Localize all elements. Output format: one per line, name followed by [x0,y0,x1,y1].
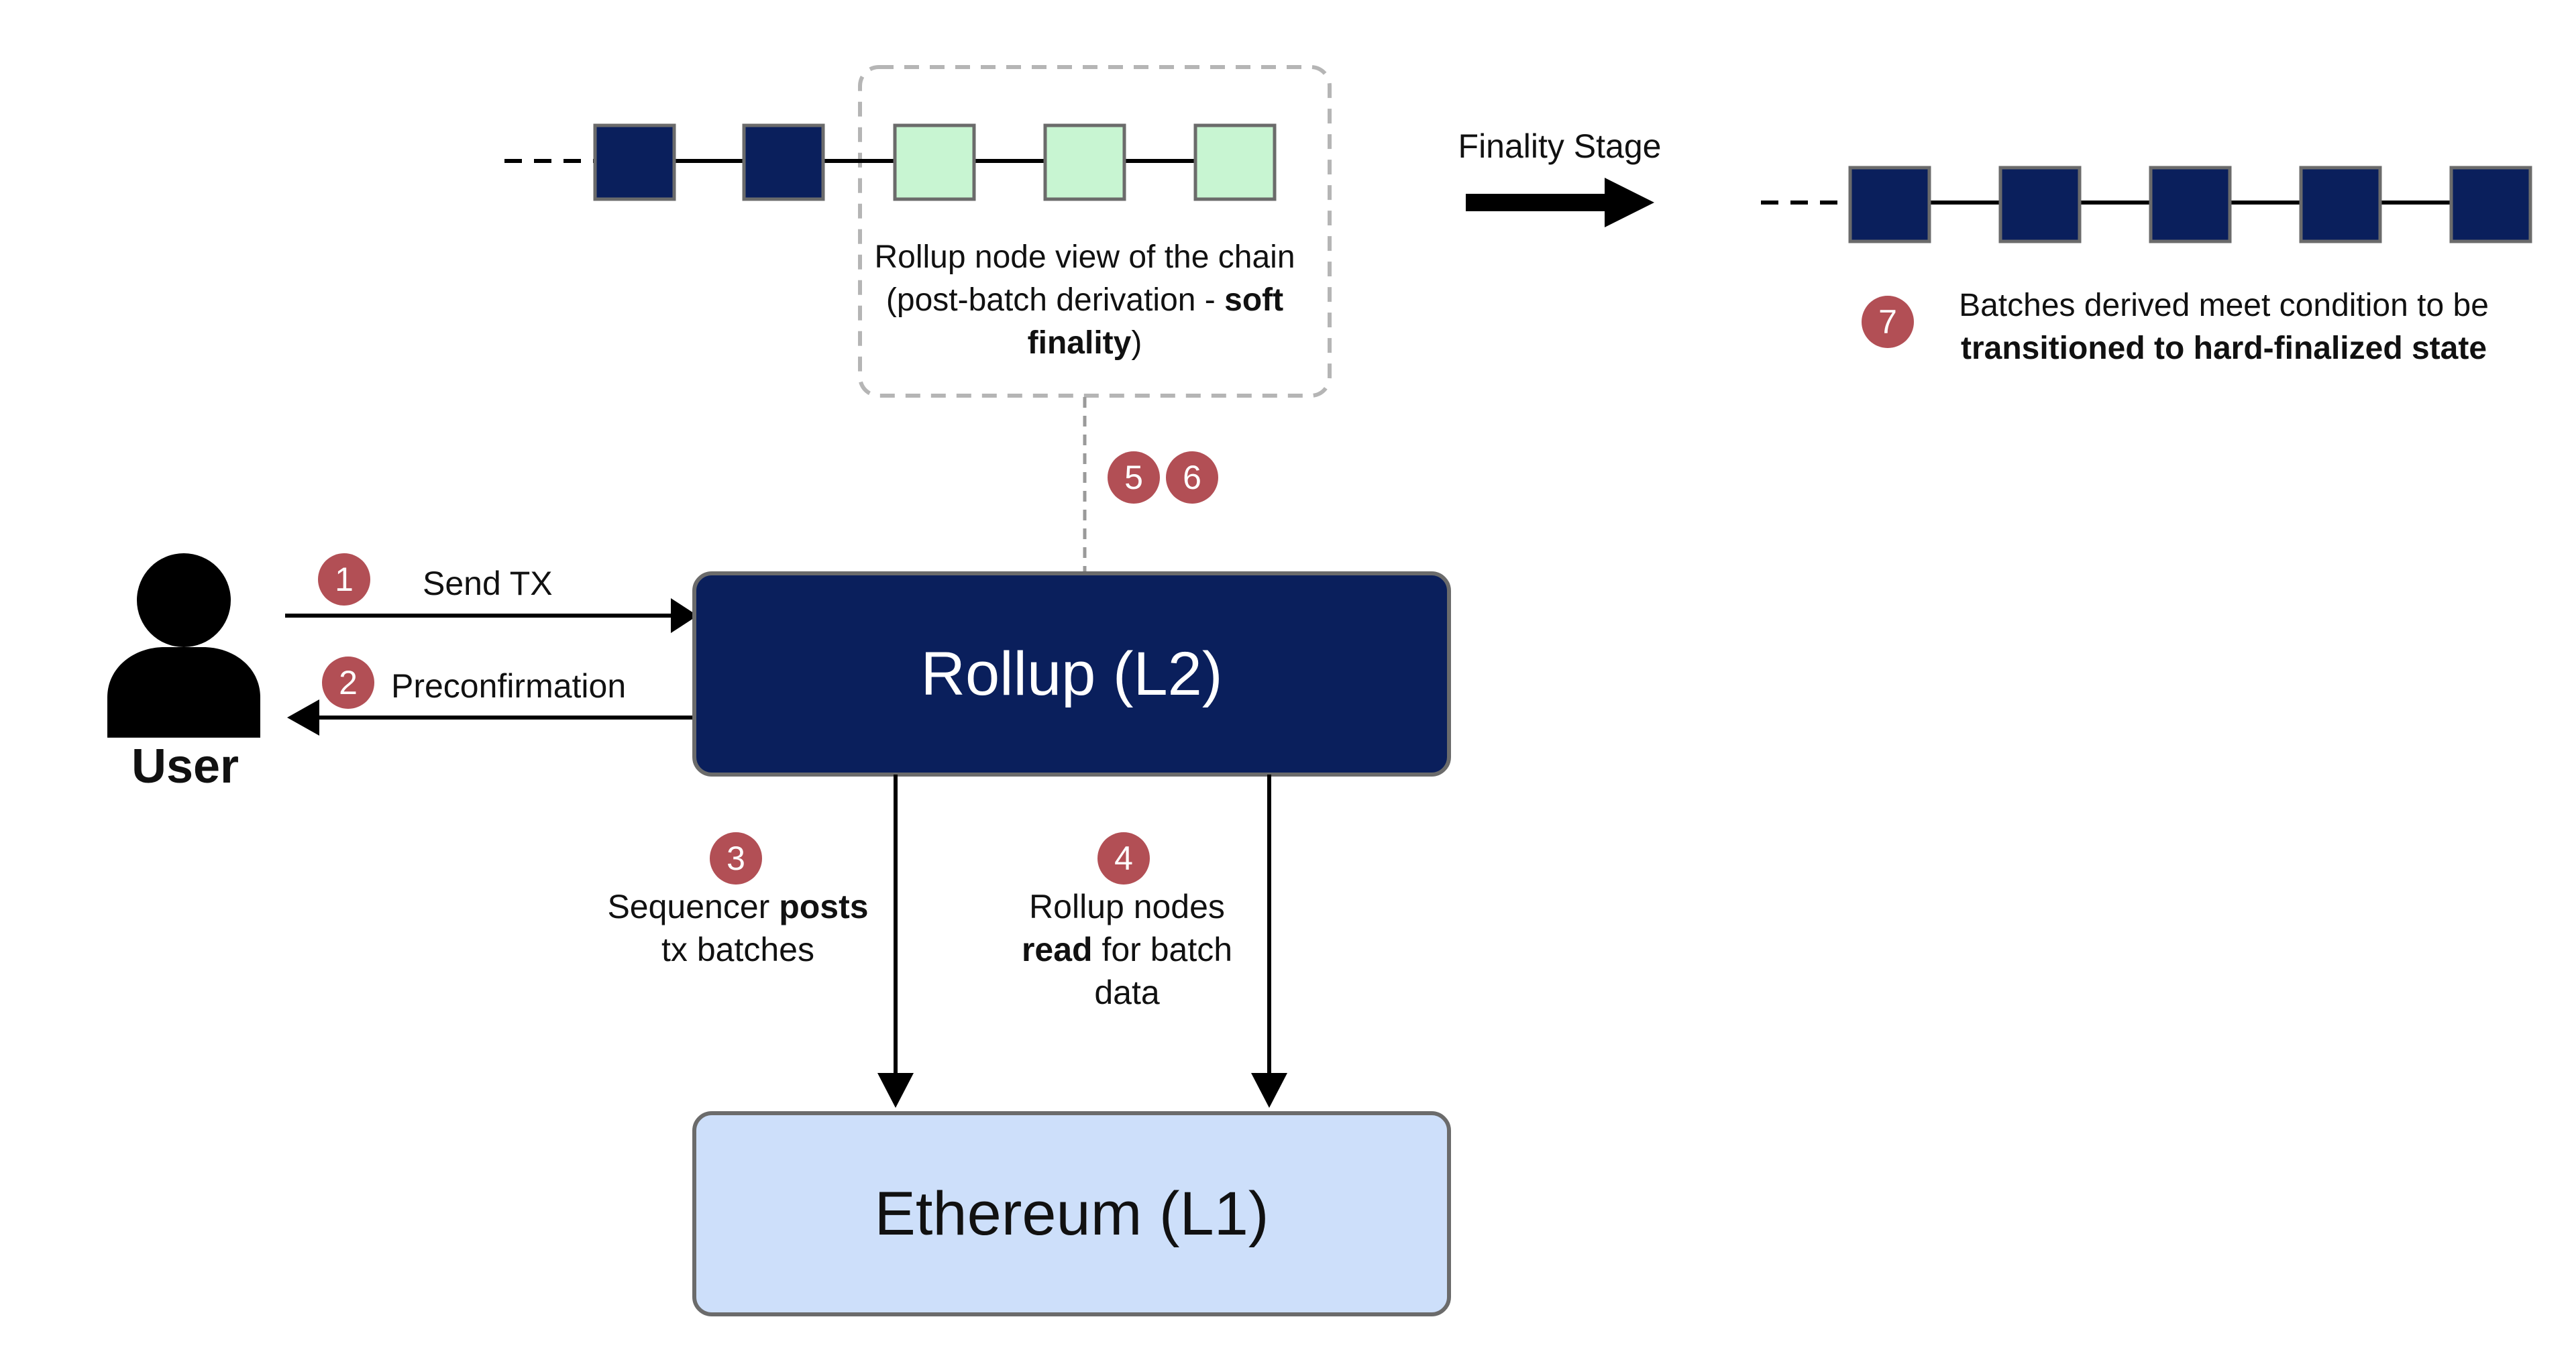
finalized-block [742,123,825,201]
soft-chain-caption: Rollup node view of the chain (post-batc… [874,236,1295,365]
preconfirmation-label: Preconfirmation [391,667,627,705]
rollup-nodes-caption-line2-text: for batch [1092,931,1233,968]
soft-finality-region [858,65,1332,398]
rollup-nodes-caption-line2-bold: read [1021,931,1093,968]
soft-chain-caption-line1: Rollup node view of the chain [874,239,1295,275]
post-batches-arrowhead [877,1073,914,1108]
hard-chain-caption-line1: Batches derived meet condition to be [1959,288,2489,323]
sequencer-caption-line1-text: Sequencer [607,888,780,925]
hard-chain-caption: Batches derived meet condition to be tra… [1959,284,2489,370]
sequencer-caption-line1: Sequencer posts [607,885,868,928]
rollup-nodes-caption: Rollup nodes read for batch data [1022,885,1232,1014]
soft-chain [504,123,1277,201]
hard-finalized-block [1998,166,2082,243]
soft-chain-caption-line3: finality) [874,322,1295,365]
rollup-nodes-caption-line2: read for batch [1022,928,1232,971]
soft-finalized-block [1193,123,1277,201]
hard-finalized-block [1848,166,1931,243]
hard-finalized-block [2299,166,2382,243]
finality-stage-arrowhead [1605,178,1654,227]
user-icon [107,553,260,738]
hard-finalized-block [2149,166,2232,243]
step-2-badge: 2 [322,657,374,709]
rollup-label: Rollup (L2) [920,639,1223,708]
send-tx-label: Send TX [423,565,553,602]
hard-chain-caption-line2-bold: transitioned to hard-finalized state [1960,331,2487,366]
hard-chain [1761,166,2532,243]
sequencer-caption-line1-bold: posts [779,888,869,925]
rollup-nodes-caption-line1: Rollup nodes [1029,888,1225,925]
step-1-badge: 1 [318,553,370,606]
ethereum-label: Ethereum (L1) [874,1179,1269,1248]
soft-chain-caption-line2-bold: soft [1224,282,1284,318]
soft-chain-caption-line2: (post-batch derivation - soft [874,279,1295,322]
finalized-block [593,123,676,201]
read-batches-arrowhead [1251,1073,1287,1108]
soft-finalized-block [1043,123,1126,201]
step-3-badge: 3 [710,832,762,885]
hard-finalized-block [2449,166,2532,243]
step-7-badge: 7 [1862,296,1914,348]
sequencer-caption-line2: tx batches [661,931,814,968]
soft-chain-caption-line2-text: (post-batch derivation - [885,282,1225,318]
soft-chain-caption-line3-bold: finality [1027,325,1132,361]
soft-finalized-block [893,123,976,201]
rollup-box [692,571,1451,777]
finality-stage-label: Finality Stage [1458,127,1662,165]
preconfirmation-arrowhead [287,699,319,736]
step-6-badge: 6 [1166,451,1218,504]
sequencer-caption: Sequencer posts tx batches [607,885,868,971]
user-label: User [131,740,239,793]
step-5-badge: 5 [1108,451,1160,504]
send-tx-arrowhead [671,598,698,633]
step-4-badge: 4 [1097,832,1150,885]
soft-chain-caption-line3-text: ) [1131,325,1142,361]
hard-chain-caption-line2: transitioned to hard-finalized state [1959,327,2489,370]
ethereum-box [692,1111,1451,1316]
rollup-nodes-caption-line3: data [1094,974,1160,1011]
